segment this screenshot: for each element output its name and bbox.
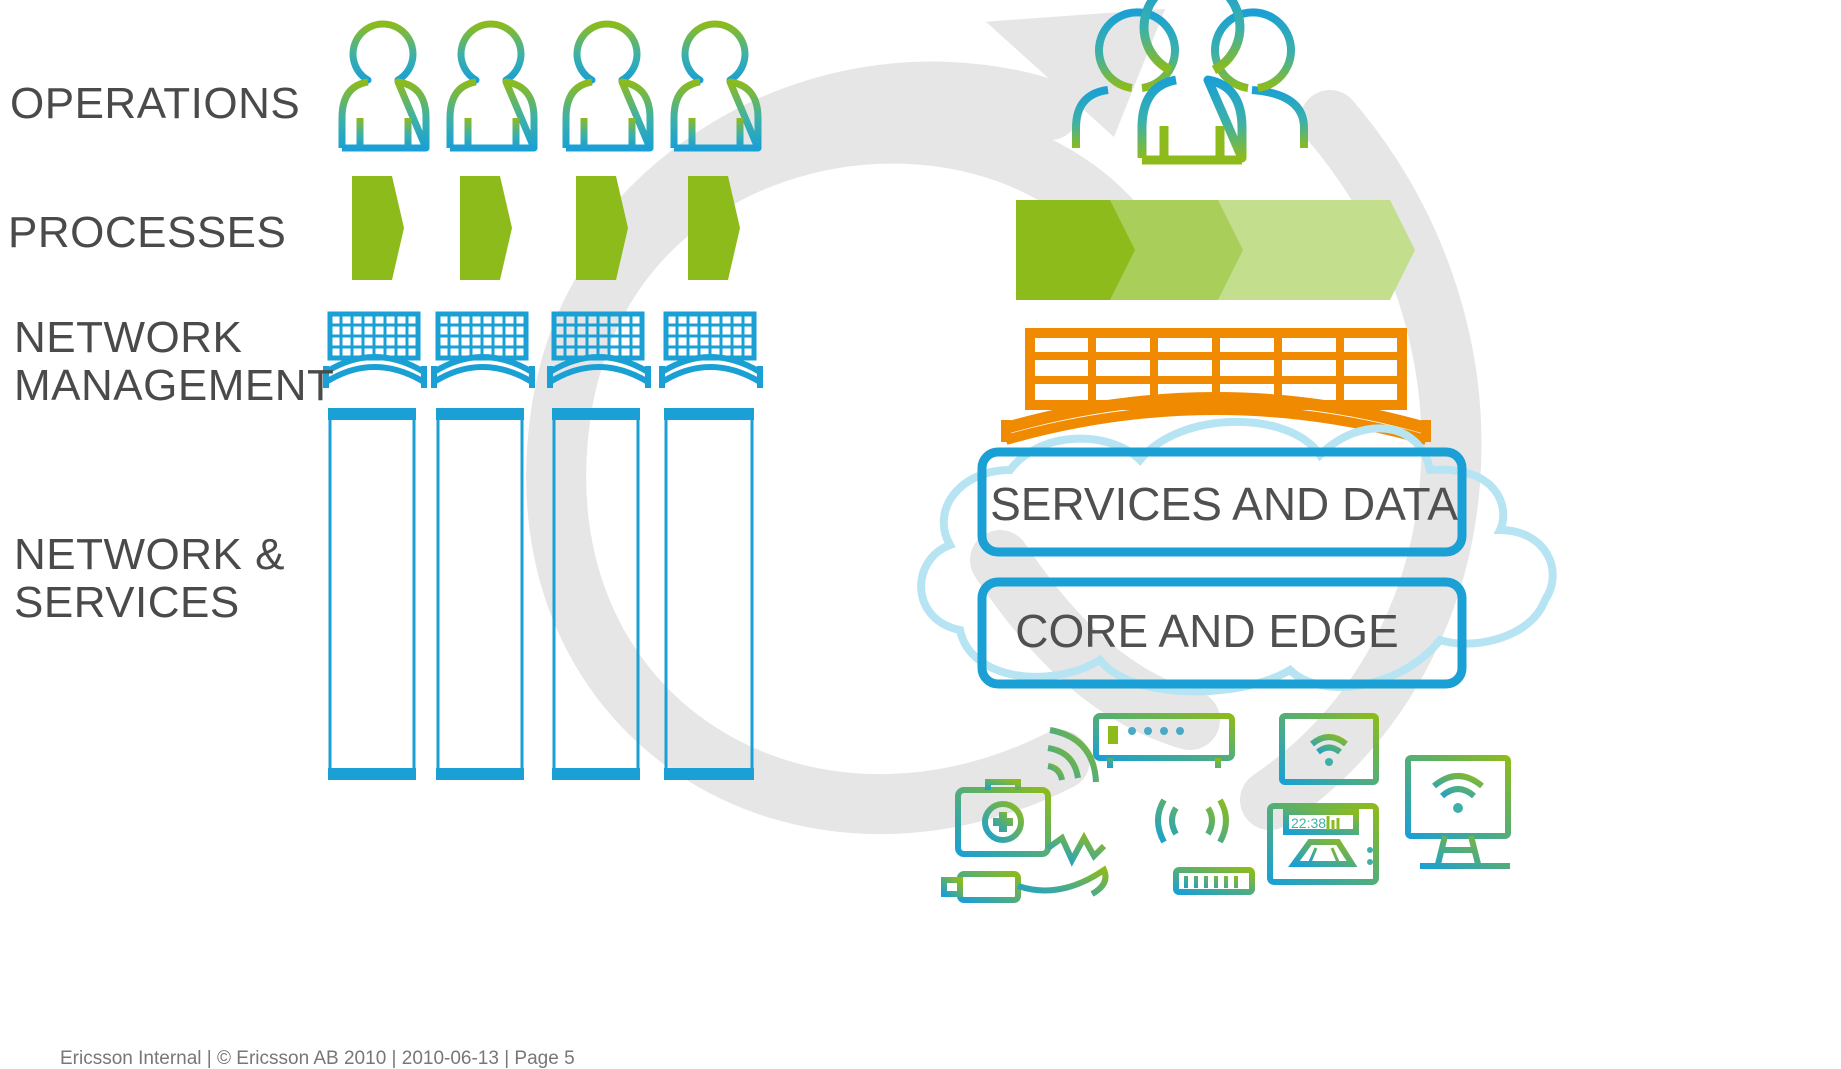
silo-bar xyxy=(664,408,754,780)
usb-stick-icon xyxy=(941,865,1109,903)
router-icon xyxy=(1093,713,1235,768)
network-services-label-line: SERVICES xyxy=(14,578,240,627)
integrated-network-management-icon xyxy=(1001,328,1431,445)
services-and-data-label: SERVICES AND DATA xyxy=(990,478,1458,530)
medical-kit-icon xyxy=(955,779,1051,857)
user-group-icon xyxy=(1072,0,1308,165)
user-icon xyxy=(566,24,650,148)
device-time-text: 22:38 xyxy=(1291,815,1326,831)
silo-bar xyxy=(552,408,640,780)
process-chevron xyxy=(576,176,628,280)
processes-label: PROCESSES xyxy=(8,208,287,257)
network-management-icon xyxy=(662,314,760,388)
silo-bar xyxy=(436,408,524,780)
smart-meter-icon: 22:38 xyxy=(1267,803,1379,885)
process-chevron xyxy=(352,176,404,280)
process-chevron xyxy=(688,176,740,280)
network-management-label-line: NETWORK xyxy=(14,313,243,362)
operations-label: OPERATIONS xyxy=(10,79,301,128)
wireless-signal-icon xyxy=(1047,727,1099,783)
laptop-icon xyxy=(1272,713,1386,789)
cloud-outline xyxy=(917,417,1557,696)
integrated-process-chevrons xyxy=(1016,200,1415,300)
core-and-edge-label: CORE AND EDGE xyxy=(1015,605,1398,657)
network-services-label: NETWORK & SERVICES xyxy=(14,527,285,631)
services-and-data-layer: SERVICES AND DATA xyxy=(977,447,1467,557)
network-services-label-line: NETWORK & xyxy=(14,530,285,579)
user-icon xyxy=(450,24,534,148)
antenna-modem-icon xyxy=(1155,798,1255,895)
desktop-monitor-icon xyxy=(1405,755,1511,869)
operations-user-icons xyxy=(342,24,758,148)
network-management-label: NETWORK MANAGEMENT xyxy=(14,310,334,414)
connected-devices: 22:38 xyxy=(941,713,1511,903)
footer-text: Ericsson Internal | © Ericsson AB 2010 |… xyxy=(60,1048,575,1069)
core-and-edge-layer: CORE AND EDGE xyxy=(977,577,1467,689)
network-service-silos xyxy=(328,408,754,780)
process-chevrons xyxy=(352,176,740,280)
network-management-icon xyxy=(326,314,424,388)
network-management-icon xyxy=(434,314,532,388)
user-icon xyxy=(342,24,426,148)
pulse-line-icon xyxy=(1046,831,1107,867)
process-chevron xyxy=(460,176,512,280)
silo-bar xyxy=(328,408,416,780)
network-management-label-line: MANAGEMENT xyxy=(14,361,335,410)
